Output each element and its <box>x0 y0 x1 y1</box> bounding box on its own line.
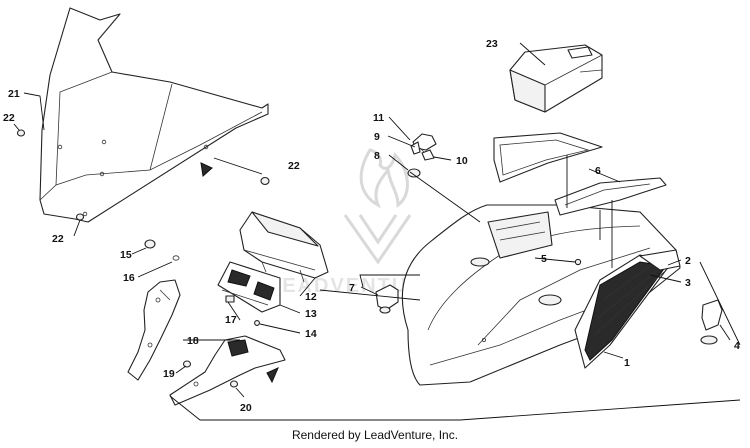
leader-lines <box>13 42 741 421</box>
callout-12: 12 <box>305 291 317 303</box>
callout-22-bottom: 22 <box>52 233 64 245</box>
trim-panels <box>493 132 667 216</box>
callout-labels: 1 2 3 4 5 6 7 8 9 10 11 12 13 14 15 16 1… <box>3 38 740 414</box>
callout-14: 14 <box>305 328 317 340</box>
callout-20: 20 <box>240 402 252 414</box>
support-brackets <box>127 279 286 406</box>
callout-22-left: 22 <box>3 112 15 124</box>
callout-18: 18 <box>187 335 199 347</box>
windshield <box>39 7 269 223</box>
callout-7: 7 <box>349 282 355 294</box>
gauge-bracket <box>217 261 281 313</box>
callout-11: 11 <box>373 112 384 124</box>
storage-cover <box>509 44 603 113</box>
callout-6: 6 <box>595 165 601 177</box>
callout-19: 19 <box>163 368 175 380</box>
callout-9: 9 <box>374 131 380 143</box>
callout-10: 10 <box>456 155 468 167</box>
callout-23: 23 <box>486 38 498 50</box>
callout-21: 21 <box>8 88 20 100</box>
callout-13: 13 <box>305 308 317 320</box>
callout-3: 3 <box>685 277 691 289</box>
hardware <box>144 133 723 388</box>
callout-17: 17 <box>225 314 237 326</box>
callout-4: 4 <box>734 340 740 352</box>
instrument-gauge <box>239 211 329 283</box>
callout-5: 5 <box>541 253 547 265</box>
callout-2: 2 <box>685 255 691 267</box>
callout-1: 1 <box>624 357 630 369</box>
callout-15: 15 <box>120 249 132 261</box>
footer-credit: Rendered by LeadVenture, Inc. <box>291 428 459 442</box>
callout-16: 16 <box>123 272 135 284</box>
callout-8: 8 <box>374 150 380 162</box>
callout-22-right: 22 <box>288 160 300 172</box>
hood-nose-cone <box>401 204 681 386</box>
